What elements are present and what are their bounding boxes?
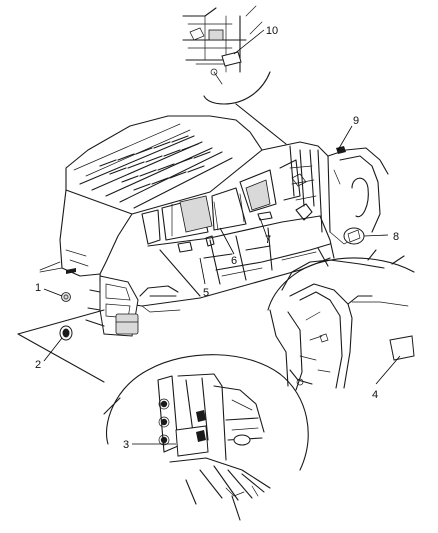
- vehicle-side-view: [39, 115, 389, 337]
- callout-8: 8: [393, 231, 399, 243]
- callout-5: 5: [203, 287, 209, 299]
- detail-view-right: [267, 247, 415, 391]
- callout-3: 3: [123, 439, 129, 451]
- callout-6: 6: [231, 255, 237, 267]
- pad-part-10: [221, 51, 242, 67]
- part-1-plug: [61, 292, 71, 302]
- pad-part-4: [389, 335, 415, 361]
- callout-2: 2: [35, 359, 41, 371]
- callout-4: 4: [372, 389, 378, 401]
- callout-leaders: [43, 29, 401, 445]
- detail-view-top: [182, 5, 271, 105]
- callout-1: 1: [35, 282, 41, 294]
- callout-7: 7: [265, 234, 271, 246]
- pad-part-8: [343, 227, 365, 245]
- callout-10: 10: [266, 25, 278, 37]
- part-2-grommet: [59, 325, 73, 341]
- callout-9: 9: [353, 115, 359, 127]
- detail-view-bottom: [103, 354, 309, 521]
